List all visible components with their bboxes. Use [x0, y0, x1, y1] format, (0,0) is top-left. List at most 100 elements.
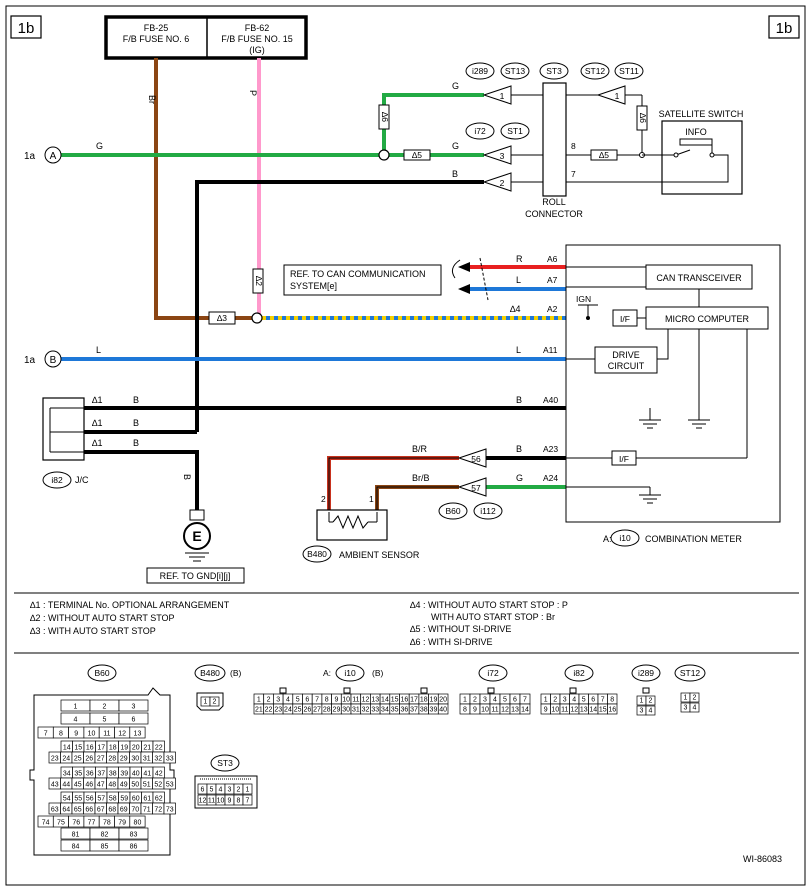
i10-pin: 16: [400, 697, 408, 704]
label-br: Br: [147, 95, 157, 104]
b60-pin: 54: [63, 796, 71, 803]
i82-pin: 10: [551, 707, 559, 714]
i82-pin: 15: [599, 707, 607, 714]
b60-pin: 7: [44, 731, 48, 738]
b60-pin: 77: [88, 820, 96, 827]
roll-connector-box: [542, 82, 567, 197]
star6-box: [378, 104, 390, 130]
ref-b-letter: B: [50, 355, 57, 366]
b60-pin: 18: [109, 745, 117, 752]
b60-pin: 19: [120, 745, 128, 752]
i10-pin: 9: [334, 697, 338, 704]
sensor-pin-2: 2: [321, 494, 326, 504]
conn-st12: ST12: [585, 66, 606, 76]
i82-pin: 3: [563, 697, 567, 704]
can-arrow-r: [458, 262, 470, 272]
label-l-a7: L: [516, 275, 521, 285]
b60-pin: 17: [97, 745, 105, 752]
pin-a11: A11: [543, 345, 558, 355]
b60-pin: 20: [132, 745, 140, 752]
ref-b-circle: [44, 350, 62, 368]
b60-pin: 81: [72, 832, 80, 839]
label-g-a24: G: [516, 473, 523, 483]
can-transceiver-box: [645, 264, 753, 290]
b60-cell: [118, 712, 149, 725]
i10-pin: 15: [391, 697, 399, 704]
i10-pin: 5: [296, 697, 300, 704]
pin-3: 3: [500, 151, 505, 161]
meter-label: COMBINATION METER: [645, 534, 742, 544]
if2-label: I/F: [619, 454, 629, 464]
b60-pin: 15: [74, 745, 82, 752]
b60-pin: 60: [132, 796, 140, 803]
pin-a24: A24: [543, 473, 558, 483]
st3-pin: 12: [199, 798, 207, 805]
b60-pin: 21: [143, 745, 151, 752]
can-transceiver-label: CAN TRANSCEIVER: [656, 273, 742, 283]
wire-b-gnd: [84, 450, 199, 510]
can-bracket: [451, 259, 461, 279]
b60-pin: 37: [97, 771, 105, 778]
legend-st12-oval: [674, 664, 706, 682]
b60-pin: 62: [155, 796, 163, 803]
b60-pin: 44: [62, 782, 70, 789]
pin-1-top: 1: [500, 91, 505, 101]
b60-pin: 63: [51, 807, 59, 814]
st12-cell: [689, 702, 700, 713]
ign-label: IGN: [576, 294, 591, 304]
note-right-4: ∆6 : WITH SI-DRIVE: [410, 637, 493, 647]
i72-cell: [519, 703, 531, 715]
i10-pin: 19: [430, 697, 438, 704]
i10-pin: 7: [315, 697, 319, 704]
st12-cell: [689, 692, 700, 703]
st12-pin: 3: [684, 705, 688, 712]
legend-i289: i289: [638, 668, 654, 678]
i82-pin: 11: [561, 707, 568, 714]
conn-jc: J/C: [75, 475, 89, 485]
wire-g-si: [382, 93, 484, 155]
b60-pin: 78: [103, 820, 111, 827]
b60-pin: 56: [86, 796, 94, 803]
legend-st3: ST3: [217, 758, 233, 768]
gnd-e-circle: [183, 522, 211, 550]
b60-pin: 49: [120, 782, 128, 789]
label-jc-b1: B: [133, 395, 139, 405]
st12-pin: 4: [693, 705, 697, 712]
i10-pin: 14: [381, 697, 389, 704]
i10-pin: 24: [284, 707, 292, 714]
pin-a7: A7: [547, 275, 558, 285]
b60-cell: [163, 777, 176, 790]
ign-node: [586, 316, 590, 320]
b60-pin: 1: [74, 704, 78, 711]
i10-pin: 22: [265, 707, 273, 714]
legend-b60-oval: [87, 664, 117, 682]
b60-cell: [129, 815, 146, 828]
legend-i10-prefix: A:: [323, 668, 331, 678]
drive-label-1: DRIVE: [612, 350, 640, 360]
b60-cell: [118, 827, 149, 840]
meter-prefix: A:: [603, 534, 612, 544]
i10-pin: 35: [391, 707, 399, 714]
i10-pin: 1: [257, 697, 261, 704]
i72-pin: 8: [463, 707, 467, 714]
b60-pin: 14: [63, 745, 71, 752]
i10-pin: 32: [362, 707, 370, 714]
i72-pin: 2: [473, 697, 477, 704]
legend-b480: B480: [200, 668, 220, 678]
b60-pin: 84: [72, 844, 80, 851]
i10-pin: 8: [325, 697, 329, 704]
i82-pin: 12: [570, 707, 578, 714]
b60-pin: 64: [62, 807, 70, 814]
star4-label: ∆4: [510, 304, 521, 314]
pin-8: 8: [571, 141, 576, 151]
star3-box: [208, 311, 236, 325]
b60-pin: 50: [131, 782, 139, 789]
b60-cell: [129, 726, 146, 739]
legend-st12: ST12: [680, 668, 701, 678]
b60-pin: 30: [131, 756, 139, 763]
fuse-2-id: FB-62: [245, 23, 270, 33]
b60-pin: 24: [62, 756, 70, 763]
i10-pin: 31: [352, 707, 360, 714]
